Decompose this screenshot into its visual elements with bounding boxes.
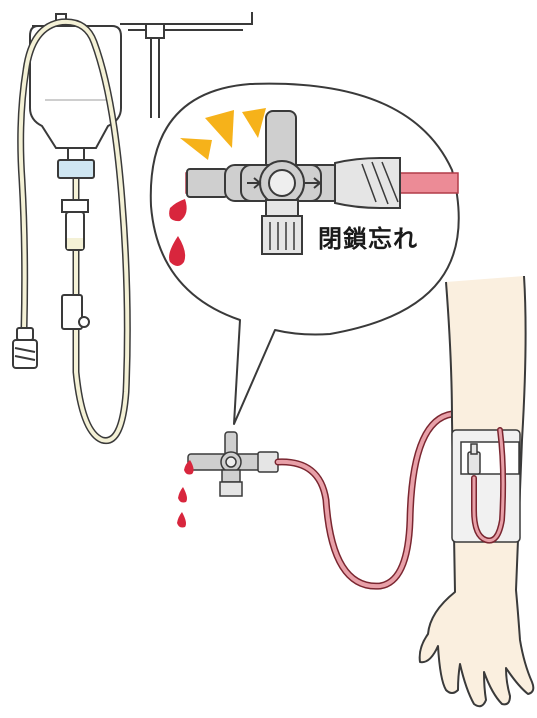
callout-label: 閉鎖忘れ	[318, 227, 418, 251]
drip-chamber	[58, 160, 94, 250]
spike-connector	[13, 328, 37, 368]
roller-clamp	[62, 295, 89, 329]
stopcock-small	[188, 432, 278, 496]
zoom-callout-bubble	[151, 84, 459, 424]
dressing-patch	[452, 430, 520, 542]
blood-drop-small	[177, 460, 194, 528]
